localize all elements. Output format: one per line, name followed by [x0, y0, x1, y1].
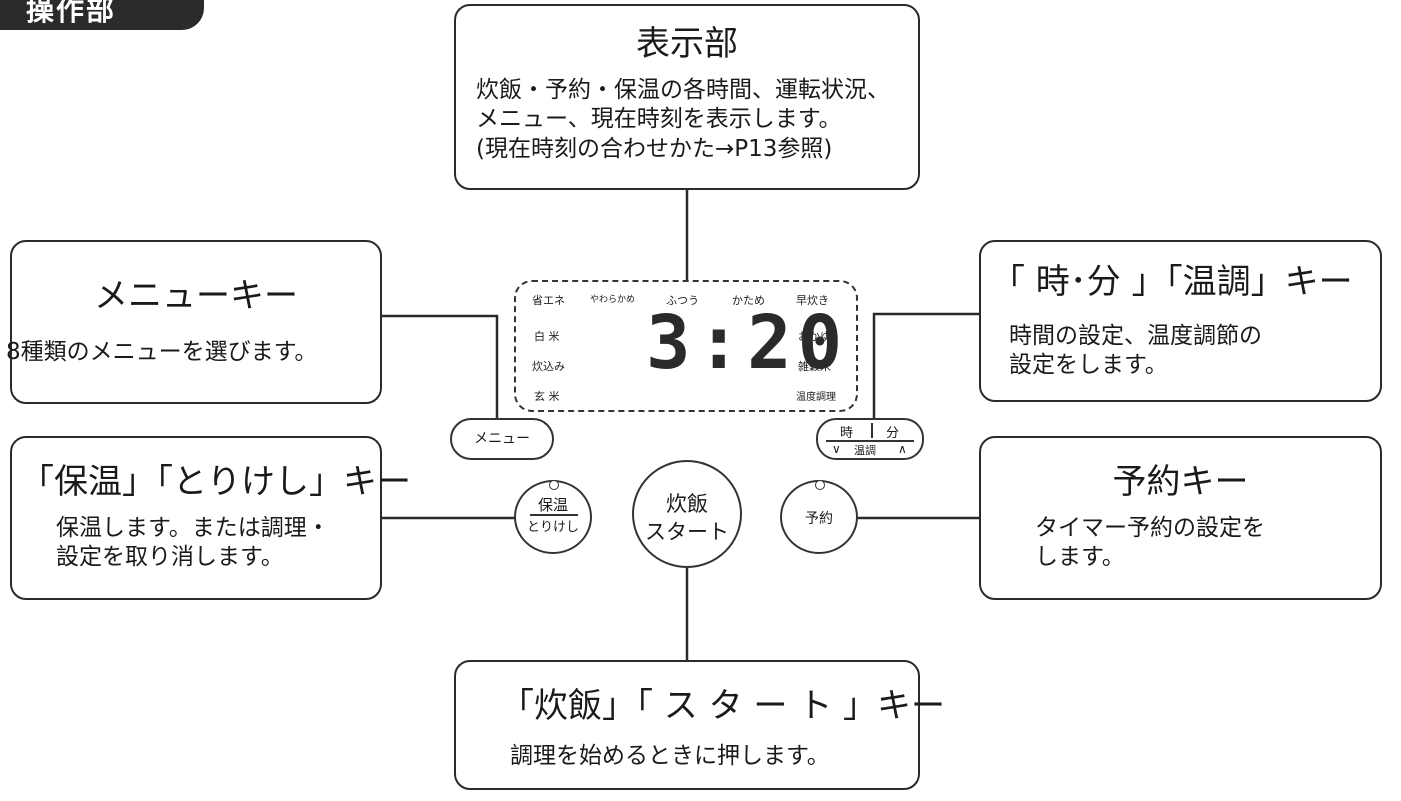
chevron-up-icon[interactable]: ∧: [898, 442, 907, 456]
lcd-label-soft: やわらかめ: [590, 295, 636, 305]
time-key-title: 「 時･分 」「温調」キー: [991, 262, 1353, 302]
temp-button-label: 温調: [854, 444, 876, 457]
hour-minute-temp-button[interactable]: 時 分 ∨ 温調 ∧: [816, 418, 924, 460]
lcd-label-temp-cook: 温度調理: [796, 392, 836, 403]
display-callout: 表示部 炊飯・予約・保温の各時間、運転状況、 メニュー、現在時刻を表示します。 …: [454, 4, 920, 190]
keep-warm-divider: [530, 514, 578, 516]
temp-divider-line: [826, 440, 914, 442]
lcd-display: 省エネ やわらかめ ふつう かため 早炊き 白 米 炊込み 玄 米 おかゆ 雑穀…: [514, 280, 858, 412]
lcd-label-mixed: 炊込み: [532, 360, 565, 373]
display-desc: 炊飯・予約・保温の各時間、運転状況、 メニュー、現在時刻を表示します。 (現在時…: [476, 77, 890, 162]
lcd-time-readout: 3:20: [646, 300, 849, 386]
lcd-label-multigrain: 雑穀米: [798, 360, 831, 373]
chevron-down-icon[interactable]: ∨: [832, 442, 841, 456]
cancel-button-label: とりけし: [526, 520, 579, 535]
keep-warm-key-desc: 保温します。または調理・ 設定を取り消します。: [56, 515, 330, 571]
start-key-title: 「炊飯」「 ス タ ー ト 」キー: [500, 686, 946, 726]
lcd-label-hard: かため: [732, 294, 765, 307]
time-key-callout: 「 時･分 」「温調」キー 時間の設定、温度調節の 設定をします。: [979, 240, 1382, 402]
timer-key-title: 予約キー: [1112, 462, 1249, 502]
time-key-desc: 時間の設定、温度調節の 設定をします。: [1009, 323, 1262, 379]
menu-key-callout: メニューキー 8種類のメニューを選びます。: [6, 240, 382, 404]
start-key-callout: 「炊飯」「 ス タ ー ト 」キー 調理を始めるときに押します。: [454, 660, 945, 790]
timer-button-label: 予約: [805, 511, 833, 527]
timer-key-callout: 予約キー タイマー予約の設定を します。: [979, 436, 1382, 600]
minute-button-label[interactable]: 分: [886, 426, 900, 441]
menu-key-desc: 8種類のメニューを選びます。: [6, 339, 318, 365]
lcd-label-quick: 早炊き: [796, 294, 829, 307]
timer-led-icon: [815, 480, 825, 490]
menu-button[interactable]: メニュー: [450, 418, 554, 460]
lcd-label-white-rice: 白 米: [534, 330, 560, 343]
timer-button[interactable]: 予約: [780, 480, 858, 554]
menu-button-label: メニュー: [474, 431, 530, 447]
section-tab: 操作部: [0, 0, 204, 30]
keep-warm-cancel-button[interactable]: 保温 とりけし: [514, 480, 592, 554]
display-title: 表示部: [636, 24, 738, 64]
start-key-desc: 調理を始めるときに押します。: [510, 743, 830, 769]
menu-key-title: メニューキー: [94, 276, 298, 316]
start-button[interactable]: 炊飯 スタート: [632, 460, 742, 568]
timer-key-desc: タイマー予約の設定を します。: [1035, 515, 1265, 571]
keep-warm-key-title: 「保温」「とりけし」キー: [20, 462, 411, 502]
lcd-label-normal: ふつう: [666, 294, 699, 307]
lcd-label-eco: 省エネ: [532, 294, 565, 307]
hour-minute-divider: [871, 423, 873, 438]
hour-button-label[interactable]: 時: [840, 426, 854, 441]
start-button-line2: スタート: [645, 520, 729, 544]
keep-warm-key-callout: 「保温」「とりけし」キー 保温します。または調理・ 設定を取り消します。: [10, 436, 411, 600]
keep-warm-button-label: 保温: [537, 496, 568, 514]
start-button-line1: 炊飯: [666, 492, 708, 516]
lcd-label-porridge: おかゆ: [798, 330, 831, 343]
keep-warm-led-icon: [549, 480, 559, 490]
lcd-label-brown-rice: 玄 米: [534, 390, 560, 403]
